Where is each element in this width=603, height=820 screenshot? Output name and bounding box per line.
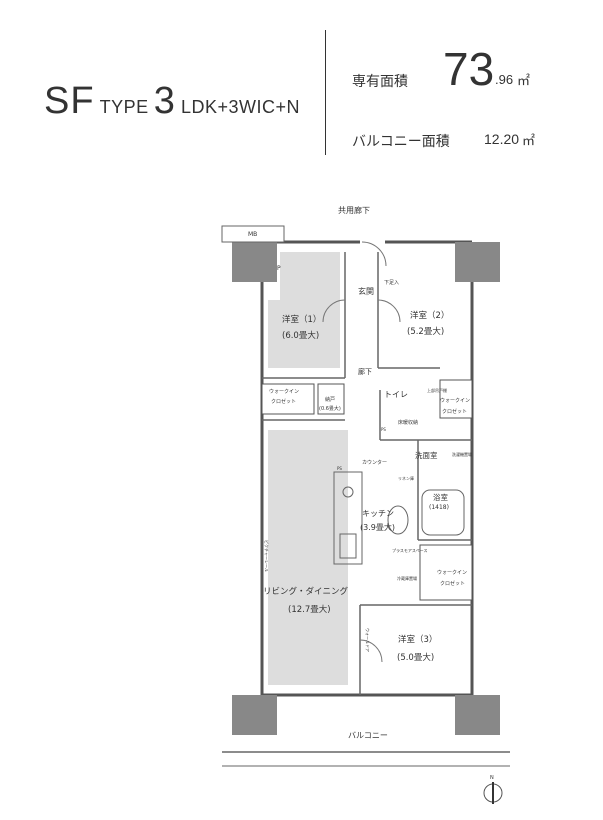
room1-size: (6.0畳大) [282, 330, 319, 341]
toilet-label: トイレ [384, 390, 408, 399]
balcony-area-value: 12.20 [484, 131, 520, 147]
shoe-box-label: 下足入 [384, 280, 399, 286]
ps2-label: PS [337, 466, 342, 471]
wic-c-line2: クロゼット [440, 580, 465, 587]
floor-storage-label: 床暖収納 [398, 419, 418, 426]
interior-walls [262, 252, 472, 695]
pillar-se [455, 695, 500, 735]
counter-label: カウンター [362, 459, 387, 466]
room2-door-swing [377, 299, 401, 323]
common-corridor-label: 共用廊下 [338, 205, 370, 215]
balcony-area-label: バルコニー面積 [352, 134, 450, 150]
storage-label: 納戸 [325, 396, 335, 403]
kitchen-sink [339, 533, 357, 559]
storage-box [317, 383, 345, 415]
plus-space-label: プラスモアスペース [392, 547, 427, 553]
room2-name: 洋室（2） [410, 310, 449, 321]
room3-door-swing [359, 639, 383, 663]
door-swings [322, 241, 401, 663]
kitchen-counter [333, 471, 363, 565]
upper-cabinet-label: 上部吊戸棚 [427, 387, 447, 393]
picture-rail-label: ピクチャーレール [264, 540, 270, 572]
wic-a-box [261, 383, 315, 415]
wic-b-line2: クロゼット [442, 408, 467, 415]
balcony-label: バルコニー [348, 731, 388, 740]
stove [342, 486, 354, 498]
exclusive-area-integer: 73 [443, 43, 495, 95]
ps-label: PS [381, 427, 386, 432]
wic-c-line1: ウォークイン [437, 569, 467, 576]
room1-name: 洋室（1） [282, 314, 321, 325]
bathtub [421, 489, 465, 536]
sink [387, 505, 409, 535]
wic-a-line1: ウォークイン [269, 388, 299, 395]
living-size: (12.7畳大) [288, 604, 331, 615]
room1-floor [268, 252, 340, 368]
exclusive-area-label: 専有面積 [352, 74, 408, 90]
exclusive-area-decimal: .96 [495, 72, 514, 87]
room2-size: (5.2畳大) [407, 326, 444, 337]
bath-size: (1418) [429, 504, 449, 511]
room1-door-swing [322, 299, 346, 323]
pillar-sw [232, 695, 277, 735]
outer-walls [260, 240, 474, 697]
living-name: リビング・ダイニング [263, 586, 349, 597]
fridge-label: 冷蔵庫置場 [397, 575, 417, 581]
hallway-label: 廊下 [358, 367, 372, 376]
exclusive-area-unit: ㎡ [517, 73, 531, 88]
type-number: 3 [153, 80, 176, 122]
pillars [232, 242, 500, 735]
pillar-nw [232, 242, 277, 282]
wic-a-line2: クロゼット [271, 398, 296, 405]
bath-label: 浴室 [433, 492, 448, 502]
type-word: TYPE [99, 97, 149, 117]
wic-b-line1: ウォークイン [440, 397, 470, 404]
living-floor [268, 430, 348, 685]
wic-b-box [439, 379, 473, 419]
closets [261, 379, 473, 601]
entrance-door-swing [361, 241, 387, 267]
linen-label: リネン庫 [398, 475, 414, 481]
wall-door-label: ウォールドア [365, 628, 371, 652]
p-label: P [277, 265, 281, 272]
mb-box [221, 225, 285, 243]
room3-size: (5.0畳大) [397, 652, 434, 663]
kitchen-size: (3.9畳大) [360, 522, 395, 532]
entrance-label: 玄関 [358, 286, 374, 296]
wic-c-box [419, 544, 473, 601]
room3-name: 洋室（3） [398, 634, 437, 645]
header-divider [325, 30, 326, 155]
plan-type-title: SF TYPE 3 LDK+3WIC+N [44, 80, 300, 130]
washroom-label: 洗面室 [415, 450, 438, 460]
storage-size: (0.6畳大) [319, 405, 341, 412]
north-arrow [483, 782, 503, 804]
mb-label: MB [248, 231, 257, 238]
type-prefix: SF [44, 80, 95, 122]
pillar-ne [455, 242, 500, 282]
balcony-area-unit: ㎡ [522, 133, 536, 148]
kitchen-label: キッチン [362, 509, 394, 518]
laundry-label: 洗濯機置場 [452, 451, 472, 457]
type-layout: LDK+3WIC+N [181, 97, 301, 117]
north-label: N [490, 775, 494, 781]
